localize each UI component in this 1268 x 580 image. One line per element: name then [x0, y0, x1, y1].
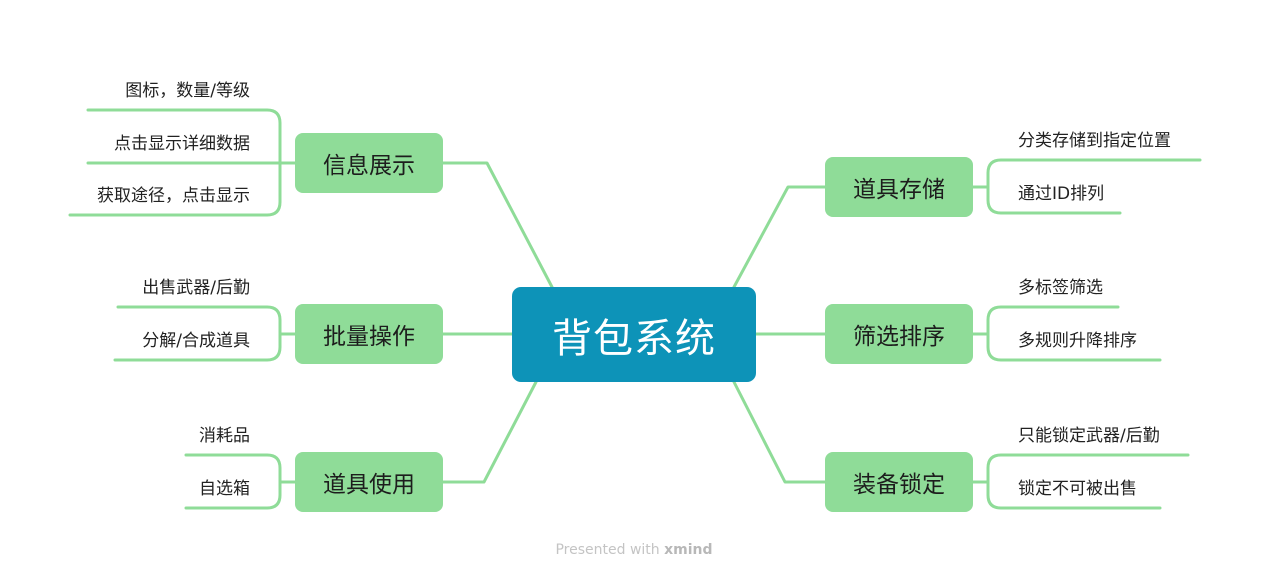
subtopic-icon-count-level[interactable]: 图标，数量/等级 — [125, 81, 250, 101]
branch-item-use[interactable]: 道具使用 — [295, 452, 443, 512]
subtopic-categorized-storage[interactable]: 分类存储到指定位置 — [1018, 131, 1171, 151]
subtopic-multi-tag-filter[interactable]: 多标签筛选 — [1018, 278, 1103, 298]
subtopic-locked-not-sellable[interactable]: 锁定不可被出售 — [1018, 479, 1137, 499]
link-filter-children — [971, 305, 1162, 362]
presented-with-footer: Presented with xmind — [0, 542, 1268, 558]
link-info-children — [68, 108, 297, 217]
branch-filter-sort[interactable]: 筛选排序 — [825, 304, 973, 364]
subtopic-selection-box[interactable]: 自选箱 — [199, 479, 250, 499]
link-center-to-lock — [732, 380, 828, 484]
link-center-to-storage — [732, 185, 828, 289]
link-storage-children — [971, 158, 1202, 215]
footer-prefix: Presented with — [555, 542, 660, 558]
link-center-to-use — [440, 380, 538, 484]
subtopic-decompose-combine[interactable]: 分解/合成道具 — [142, 331, 250, 351]
branch-batch-operation[interactable]: 批量操作 — [295, 304, 443, 364]
subtopic-lock-weapons-only[interactable]: 只能锁定武器/后勤 — [1018, 426, 1160, 446]
subtopic-obtain-path[interactable]: 获取途径，点击显示 — [97, 186, 250, 206]
subtopic-sell-weapons[interactable]: 出售武器/后勤 — [142, 278, 250, 298]
link-batch-children — [113, 305, 297, 362]
subtopic-multi-rule-sort[interactable]: 多规则升降排序 — [1018, 331, 1137, 351]
central-topic[interactable]: 背包系统 — [512, 287, 756, 382]
subtopic-sort-by-id[interactable]: 通过ID排列 — [1018, 184, 1105, 204]
subtopic-click-show-details[interactable]: 点击显示详细数据 — [114, 134, 250, 154]
xmind-logo: xmind — [664, 542, 713, 558]
link-use-children — [184, 453, 297, 510]
branch-item-storage[interactable]: 道具存储 — [825, 157, 973, 217]
link-center-to-info — [440, 161, 554, 289]
branch-info-display[interactable]: 信息展示 — [295, 133, 443, 193]
subtopic-consumables[interactable]: 消耗品 — [199, 426, 250, 446]
branch-equip-lock[interactable]: 装备锁定 — [825, 452, 973, 512]
link-lock-children — [971, 453, 1190, 510]
